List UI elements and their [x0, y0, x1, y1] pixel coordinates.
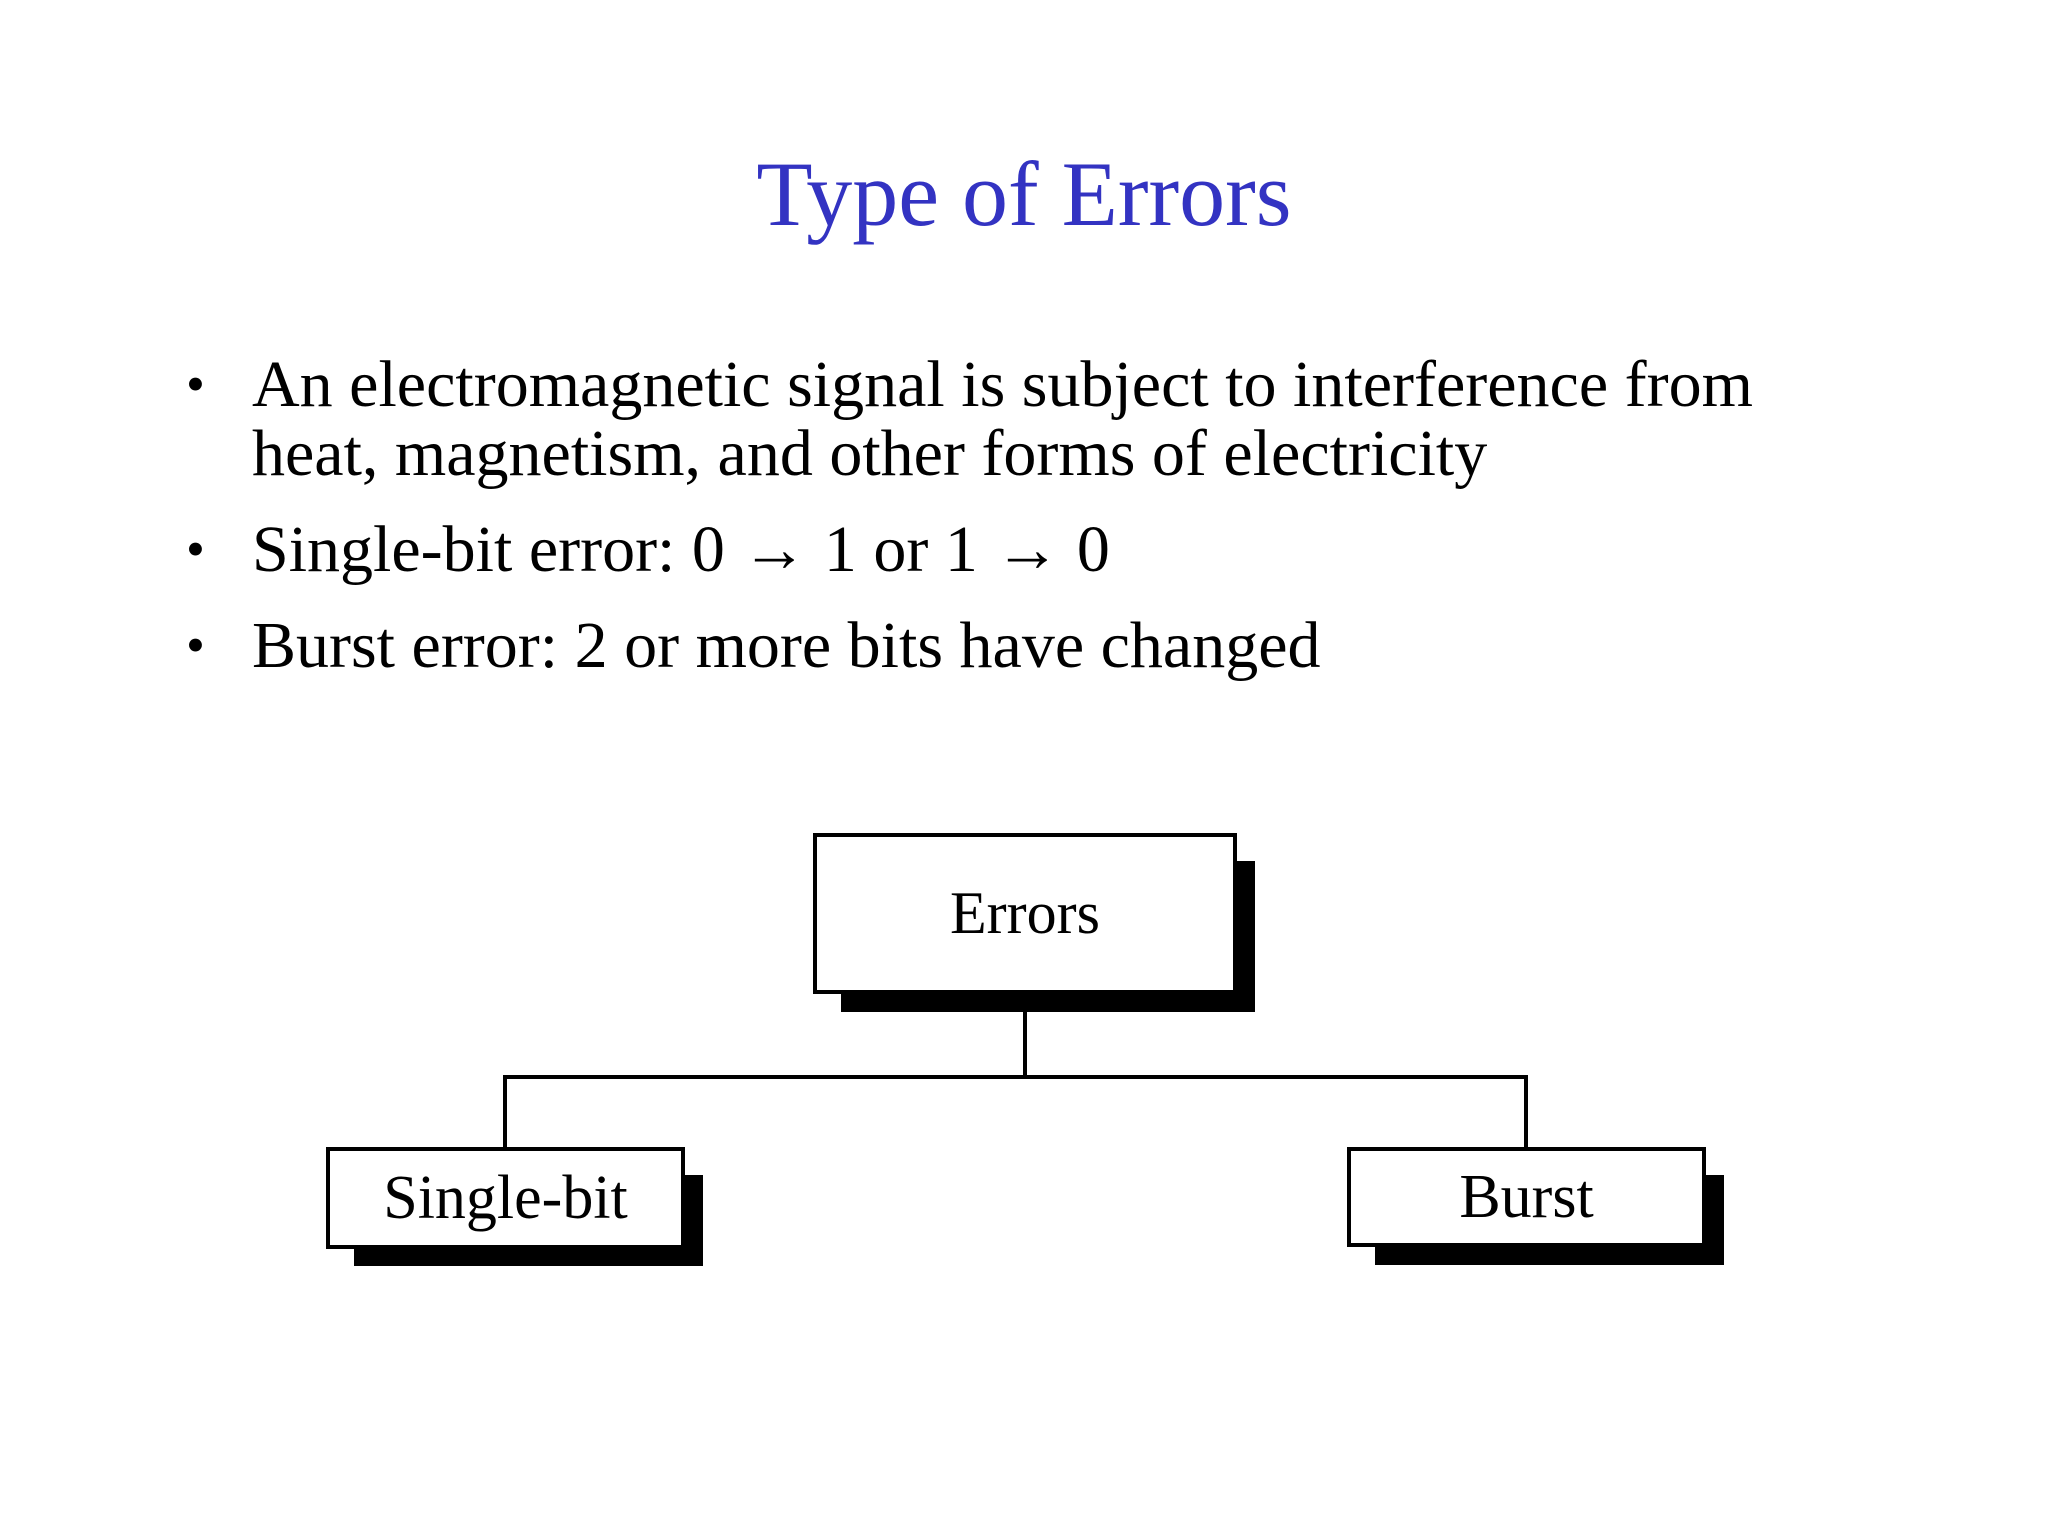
bullet-item: • An electromagnetic signal is subject t… — [186, 350, 1916, 488]
bullet-item: • Single-bit error: 0 → 1 or 1 → 0 — [186, 515, 1916, 584]
bullet-text: Single-bit error: 0 → 1 or 1 → 0 — [252, 513, 1110, 586]
bullet-icon: • — [186, 519, 205, 579]
bullet-list: • An electromagnetic signal is subject t… — [186, 350, 1916, 680]
single-bit-box: Single-bit — [326, 1147, 685, 1249]
bullet-icon: • — [186, 615, 205, 675]
errors-box-label: Errors — [950, 880, 1100, 946]
tree-connector-left-vertical — [503, 1079, 507, 1147]
errors-box: Errors — [813, 833, 1237, 994]
bullet-text: An electromagnetic signal is subject to … — [252, 348, 1753, 490]
burst-box-label: Burst — [1459, 1162, 1594, 1231]
bullet-text: Burst error: 2 or more bits have changed — [252, 609, 1321, 682]
bullet-item: • Burst error: 2 or more bits have chang… — [186, 611, 1916, 680]
tree-connector-horizontal — [503, 1075, 1528, 1079]
slide-title: Type of Errors — [756, 143, 1292, 245]
tree-connector-root-vertical — [1023, 1010, 1027, 1079]
burst-box: Burst — [1347, 1147, 1706, 1247]
bullet-icon: • — [186, 354, 205, 414]
single-bit-box-label: Single-bit — [383, 1163, 628, 1232]
tree-connector-right-vertical — [1524, 1079, 1528, 1147]
